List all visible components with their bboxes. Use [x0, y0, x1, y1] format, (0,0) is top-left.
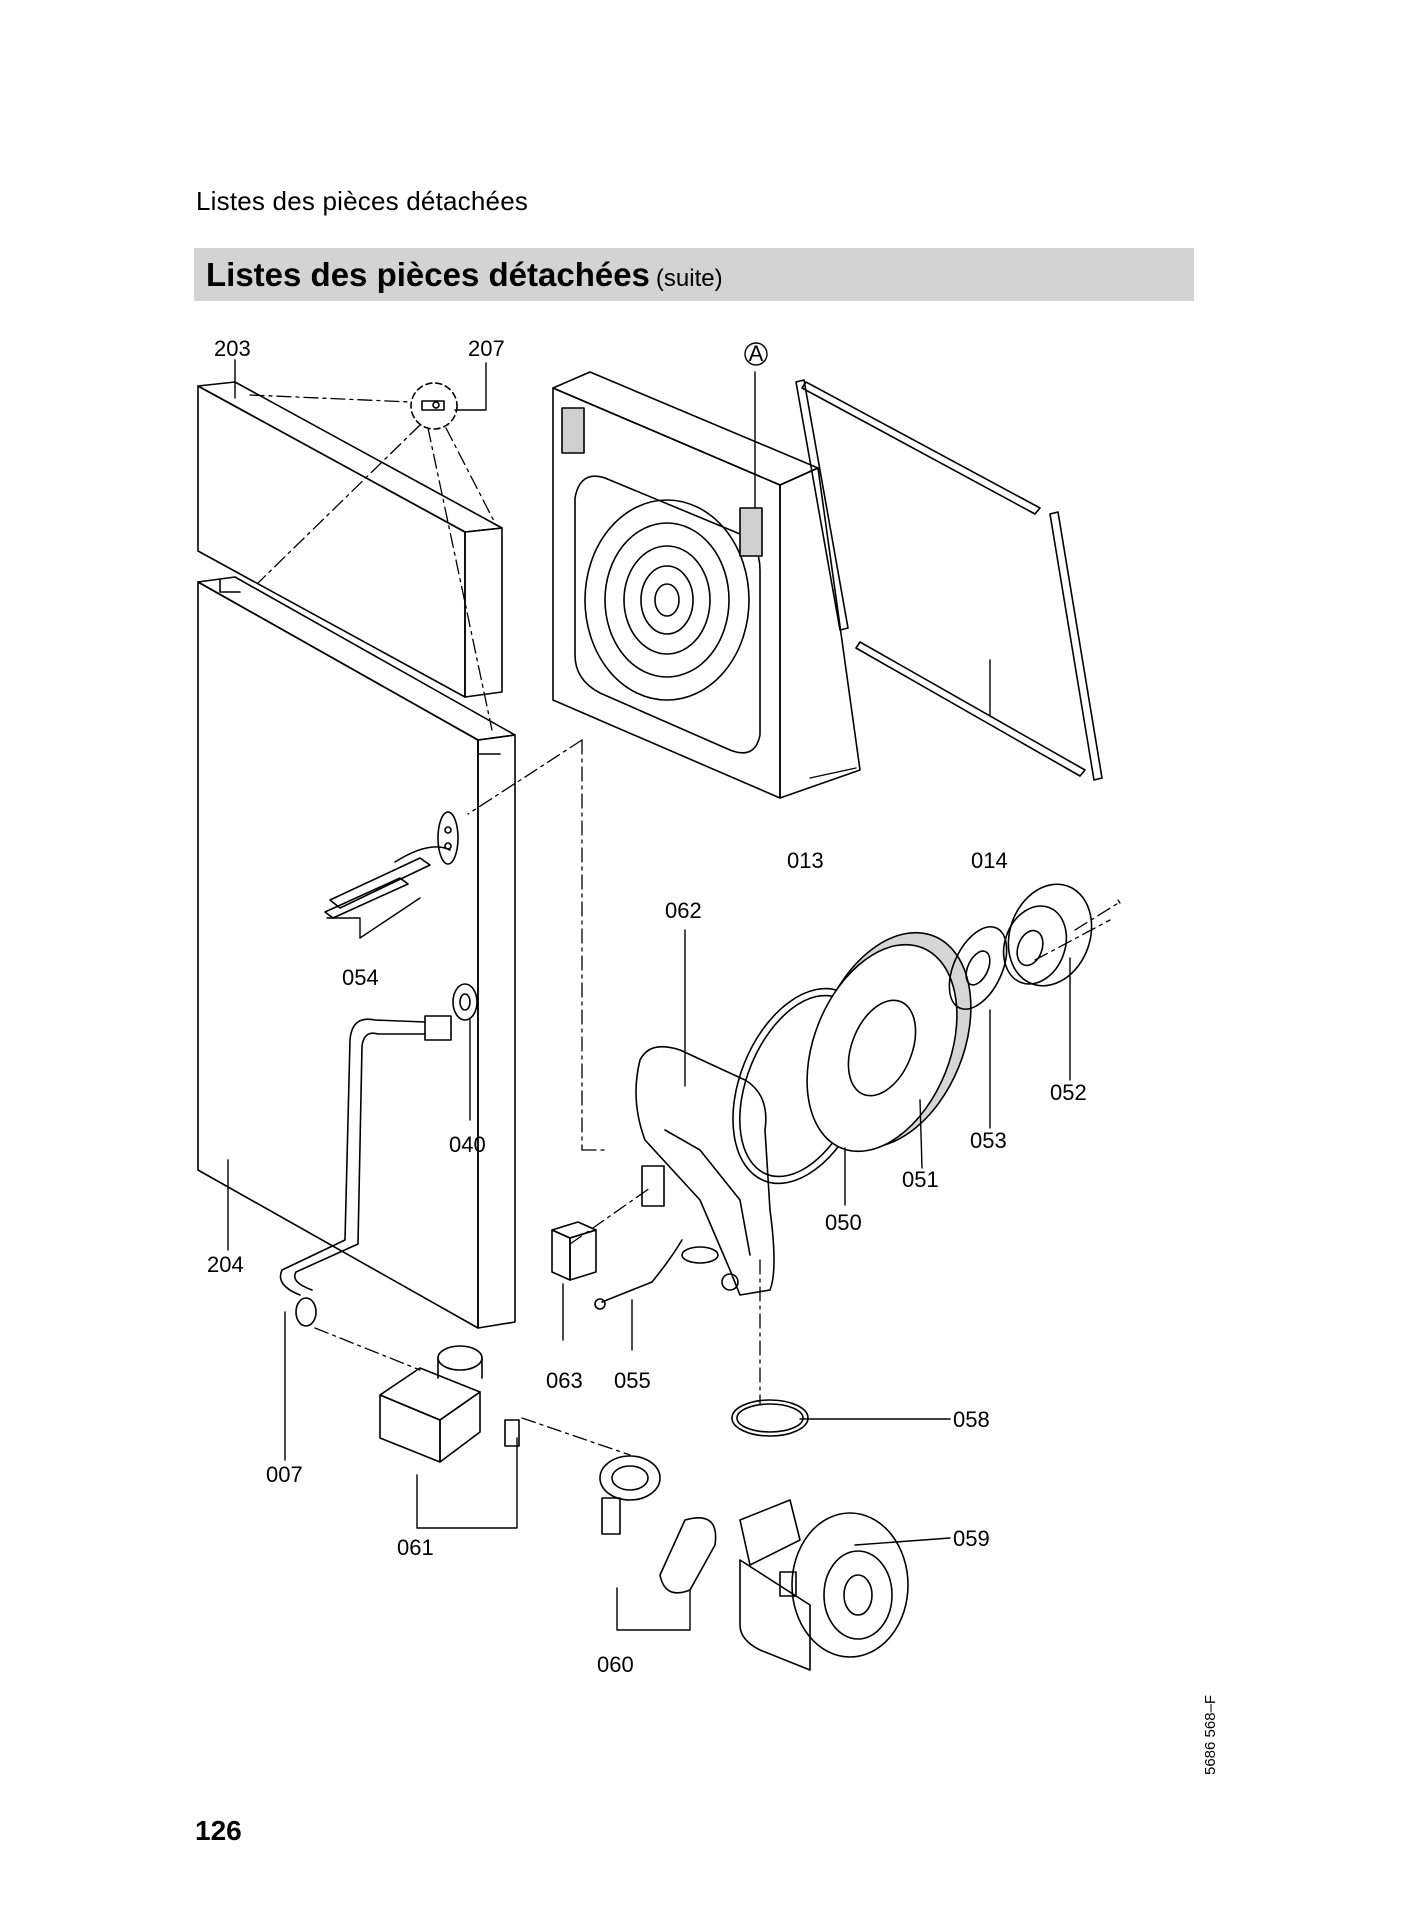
callout-061: 061 [397, 1535, 434, 1560]
part-055-ionisation-electrode [594, 1239, 719, 1310]
callout-050: 050 [825, 1210, 862, 1235]
section-title-text: Listes des pièces détachées [206, 256, 650, 293]
part-040-gas-pipe [279, 983, 478, 1327]
part-052-burner-flange [1002, 883, 1093, 987]
part-051-insulation-ring [806, 931, 972, 1153]
section-title-suffix: (suite) [655, 265, 723, 292]
callout-053: 053 [970, 1128, 1007, 1153]
callout-a-circle [744, 342, 768, 366]
callout-060: 060 [597, 1652, 634, 1677]
callout-014: 014 [971, 848, 1008, 873]
callout-a: A [749, 341, 764, 366]
document-code: 5686 568–F [1190, 1695, 1230, 1775]
part-060-adapter [599, 1455, 717, 1594]
part-058-gasket [731, 1399, 809, 1437]
part-203-insulation-block [197, 381, 503, 698]
part-059-fan [739, 1499, 909, 1671]
part-207-fastener [410, 382, 458, 430]
callout-059: 059 [953, 1526, 990, 1551]
section-title: Listes des pièces détachées(suite) [206, 248, 723, 305]
part-061-gas-valve [379, 1345, 520, 1463]
callout-052: 052 [1050, 1080, 1087, 1105]
page-number: 126 [195, 1815, 242, 1846]
part-013-chamber-front [552, 371, 861, 799]
part-053-gasket [948, 926, 1008, 1010]
callout-051: 051 [902, 1167, 939, 1192]
callout-055: 055 [614, 1368, 651, 1393]
leader-lines [227, 359, 1071, 1631]
callout-204: 204 [207, 1252, 244, 1277]
callout-058: 058 [953, 1407, 990, 1432]
callout-063: 063 [546, 1368, 583, 1393]
callout-203: 203 [214, 336, 251, 361]
callout-207: 207 [468, 336, 505, 361]
part-014-gasket-strips [795, 379, 1103, 781]
callout-062: 062 [665, 898, 702, 923]
callout-007: 007 [266, 1462, 303, 1487]
callout-013: 013 [787, 848, 824, 873]
part-062-burner-housing [635, 1045, 775, 1296]
document-code-text: 5686 568–F [1202, 1694, 1219, 1775]
part-063-control-module [551, 1221, 597, 1281]
section-title-bar: Listes des pièces détachées(suite) [194, 248, 1194, 301]
part-204-side-panel [197, 576, 516, 1329]
running-header: Listes des pièces détachées [196, 186, 529, 216]
part-054-ignition-electrodes [324, 811, 459, 919]
assembly-lines [249, 394, 1121, 1456]
callout-054: 054 [342, 965, 379, 990]
callout-040: 040 [449, 1132, 486, 1157]
